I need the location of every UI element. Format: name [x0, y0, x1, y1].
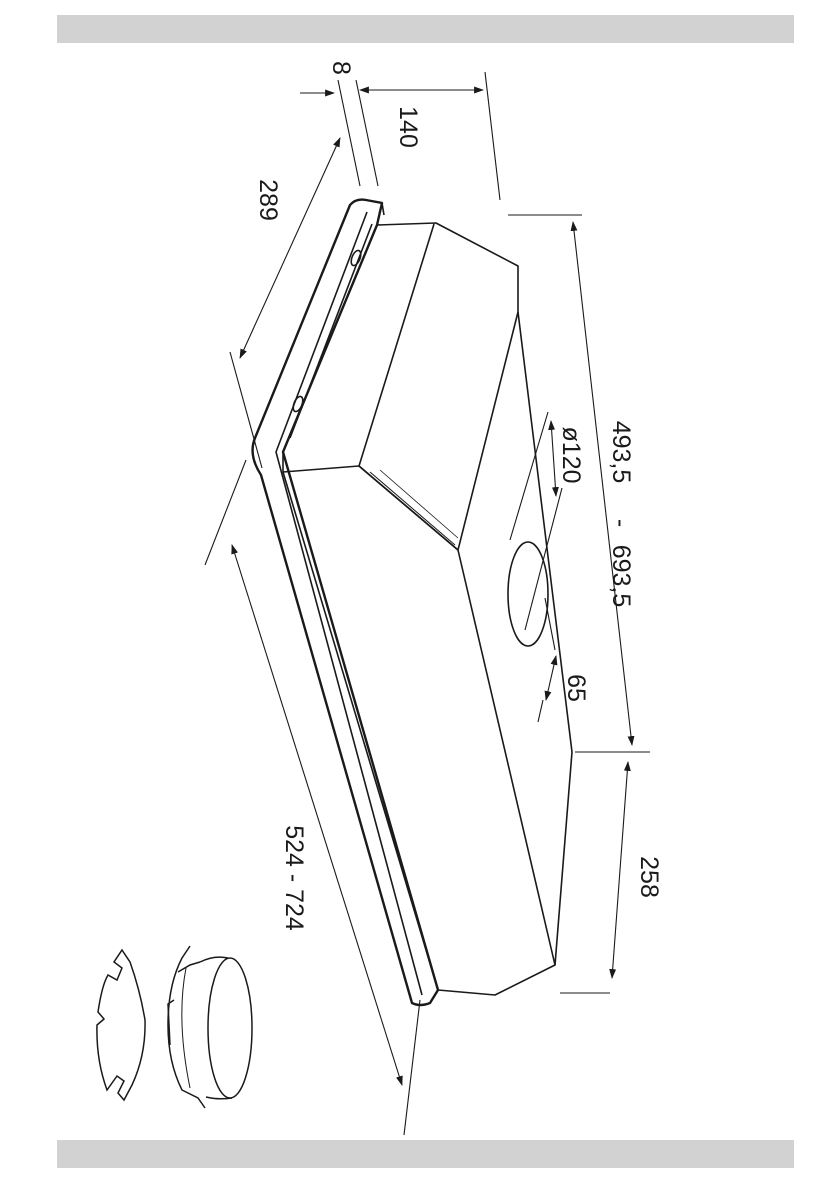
dim-total-length-label: 524 - 724	[280, 825, 308, 931]
dim-rear-depth-label: 258	[635, 856, 663, 898]
dim-cabinet-width-label: 289	[254, 179, 282, 221]
dim-range-separator: -	[607, 519, 635, 527]
dim-duct-diameter-label: ø120	[557, 427, 585, 484]
dimension-lines	[205, 72, 650, 1135]
dim-depth-label: 140	[394, 106, 422, 148]
dim-duct-offset-label: 65	[562, 674, 590, 702]
dim-canopy-length-label: 493,5	[607, 421, 635, 484]
dim-canopy-length-max-label: 693,5	[607, 545, 635, 608]
flange-ring-icon	[97, 950, 145, 1100]
duct-connector-icon	[168, 946, 252, 1108]
dim-gap-label: 8	[327, 61, 355, 75]
